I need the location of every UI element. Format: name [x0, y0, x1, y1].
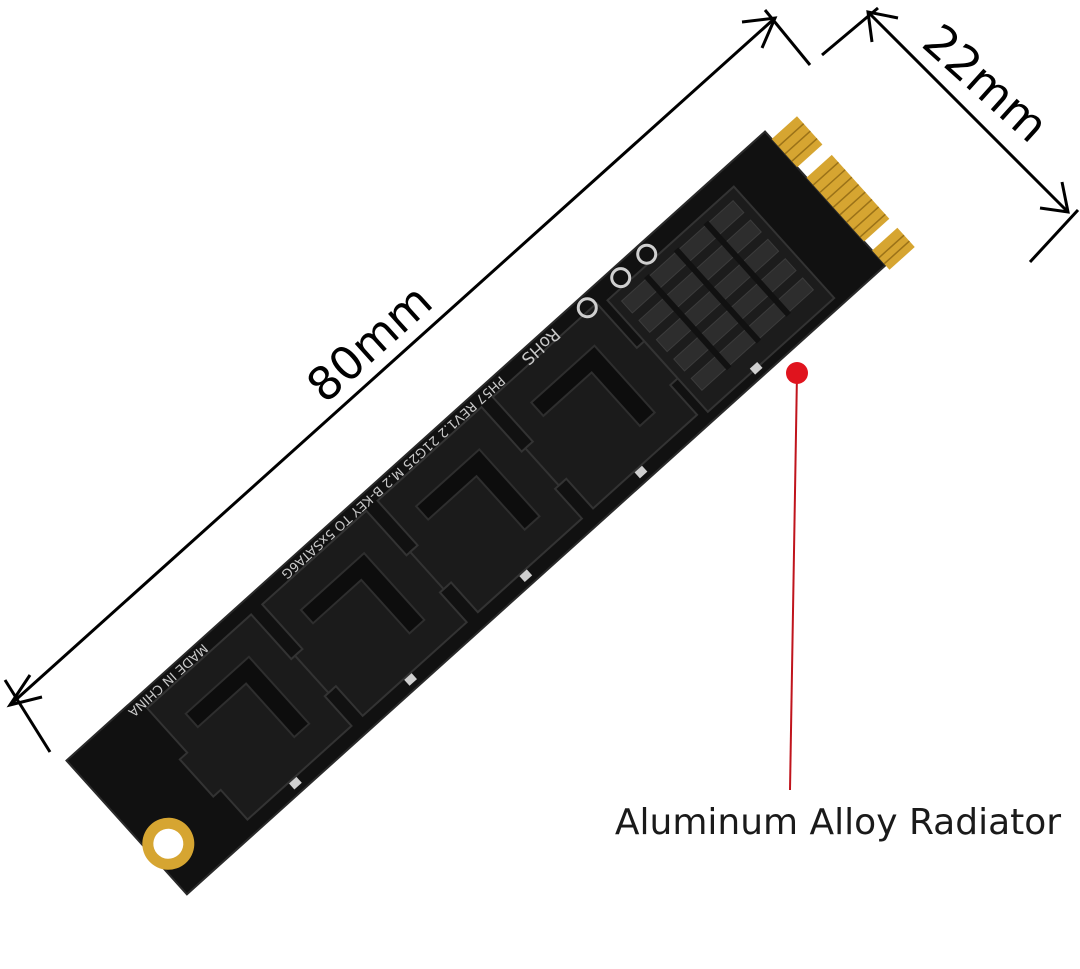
- aluminum-heatsink: [606, 185, 836, 414]
- sata-port-1: [145, 613, 353, 822]
- callout-marker: [786, 362, 808, 384]
- ce-fc-marks: [576, 243, 658, 319]
- length-label: 80mm: [296, 273, 442, 412]
- sata-port-3: [376, 405, 584, 614]
- gold-edge-connector: [771, 116, 915, 270]
- sata-port-4: [491, 301, 699, 510]
- width-label: 22mm: [913, 13, 1059, 152]
- status-leds: [289, 361, 763, 790]
- callout-label: Aluminum Alloy Radiator: [615, 802, 1061, 843]
- sata-port-2: [260, 509, 469, 718]
- m2-sata-adapter-board: MADE IN CHINA PH57 REV1.2 21G25 M.2 B-KE…: [65, 116, 915, 896]
- radiator-callout: Aluminum Alloy Radiator: [615, 362, 1061, 843]
